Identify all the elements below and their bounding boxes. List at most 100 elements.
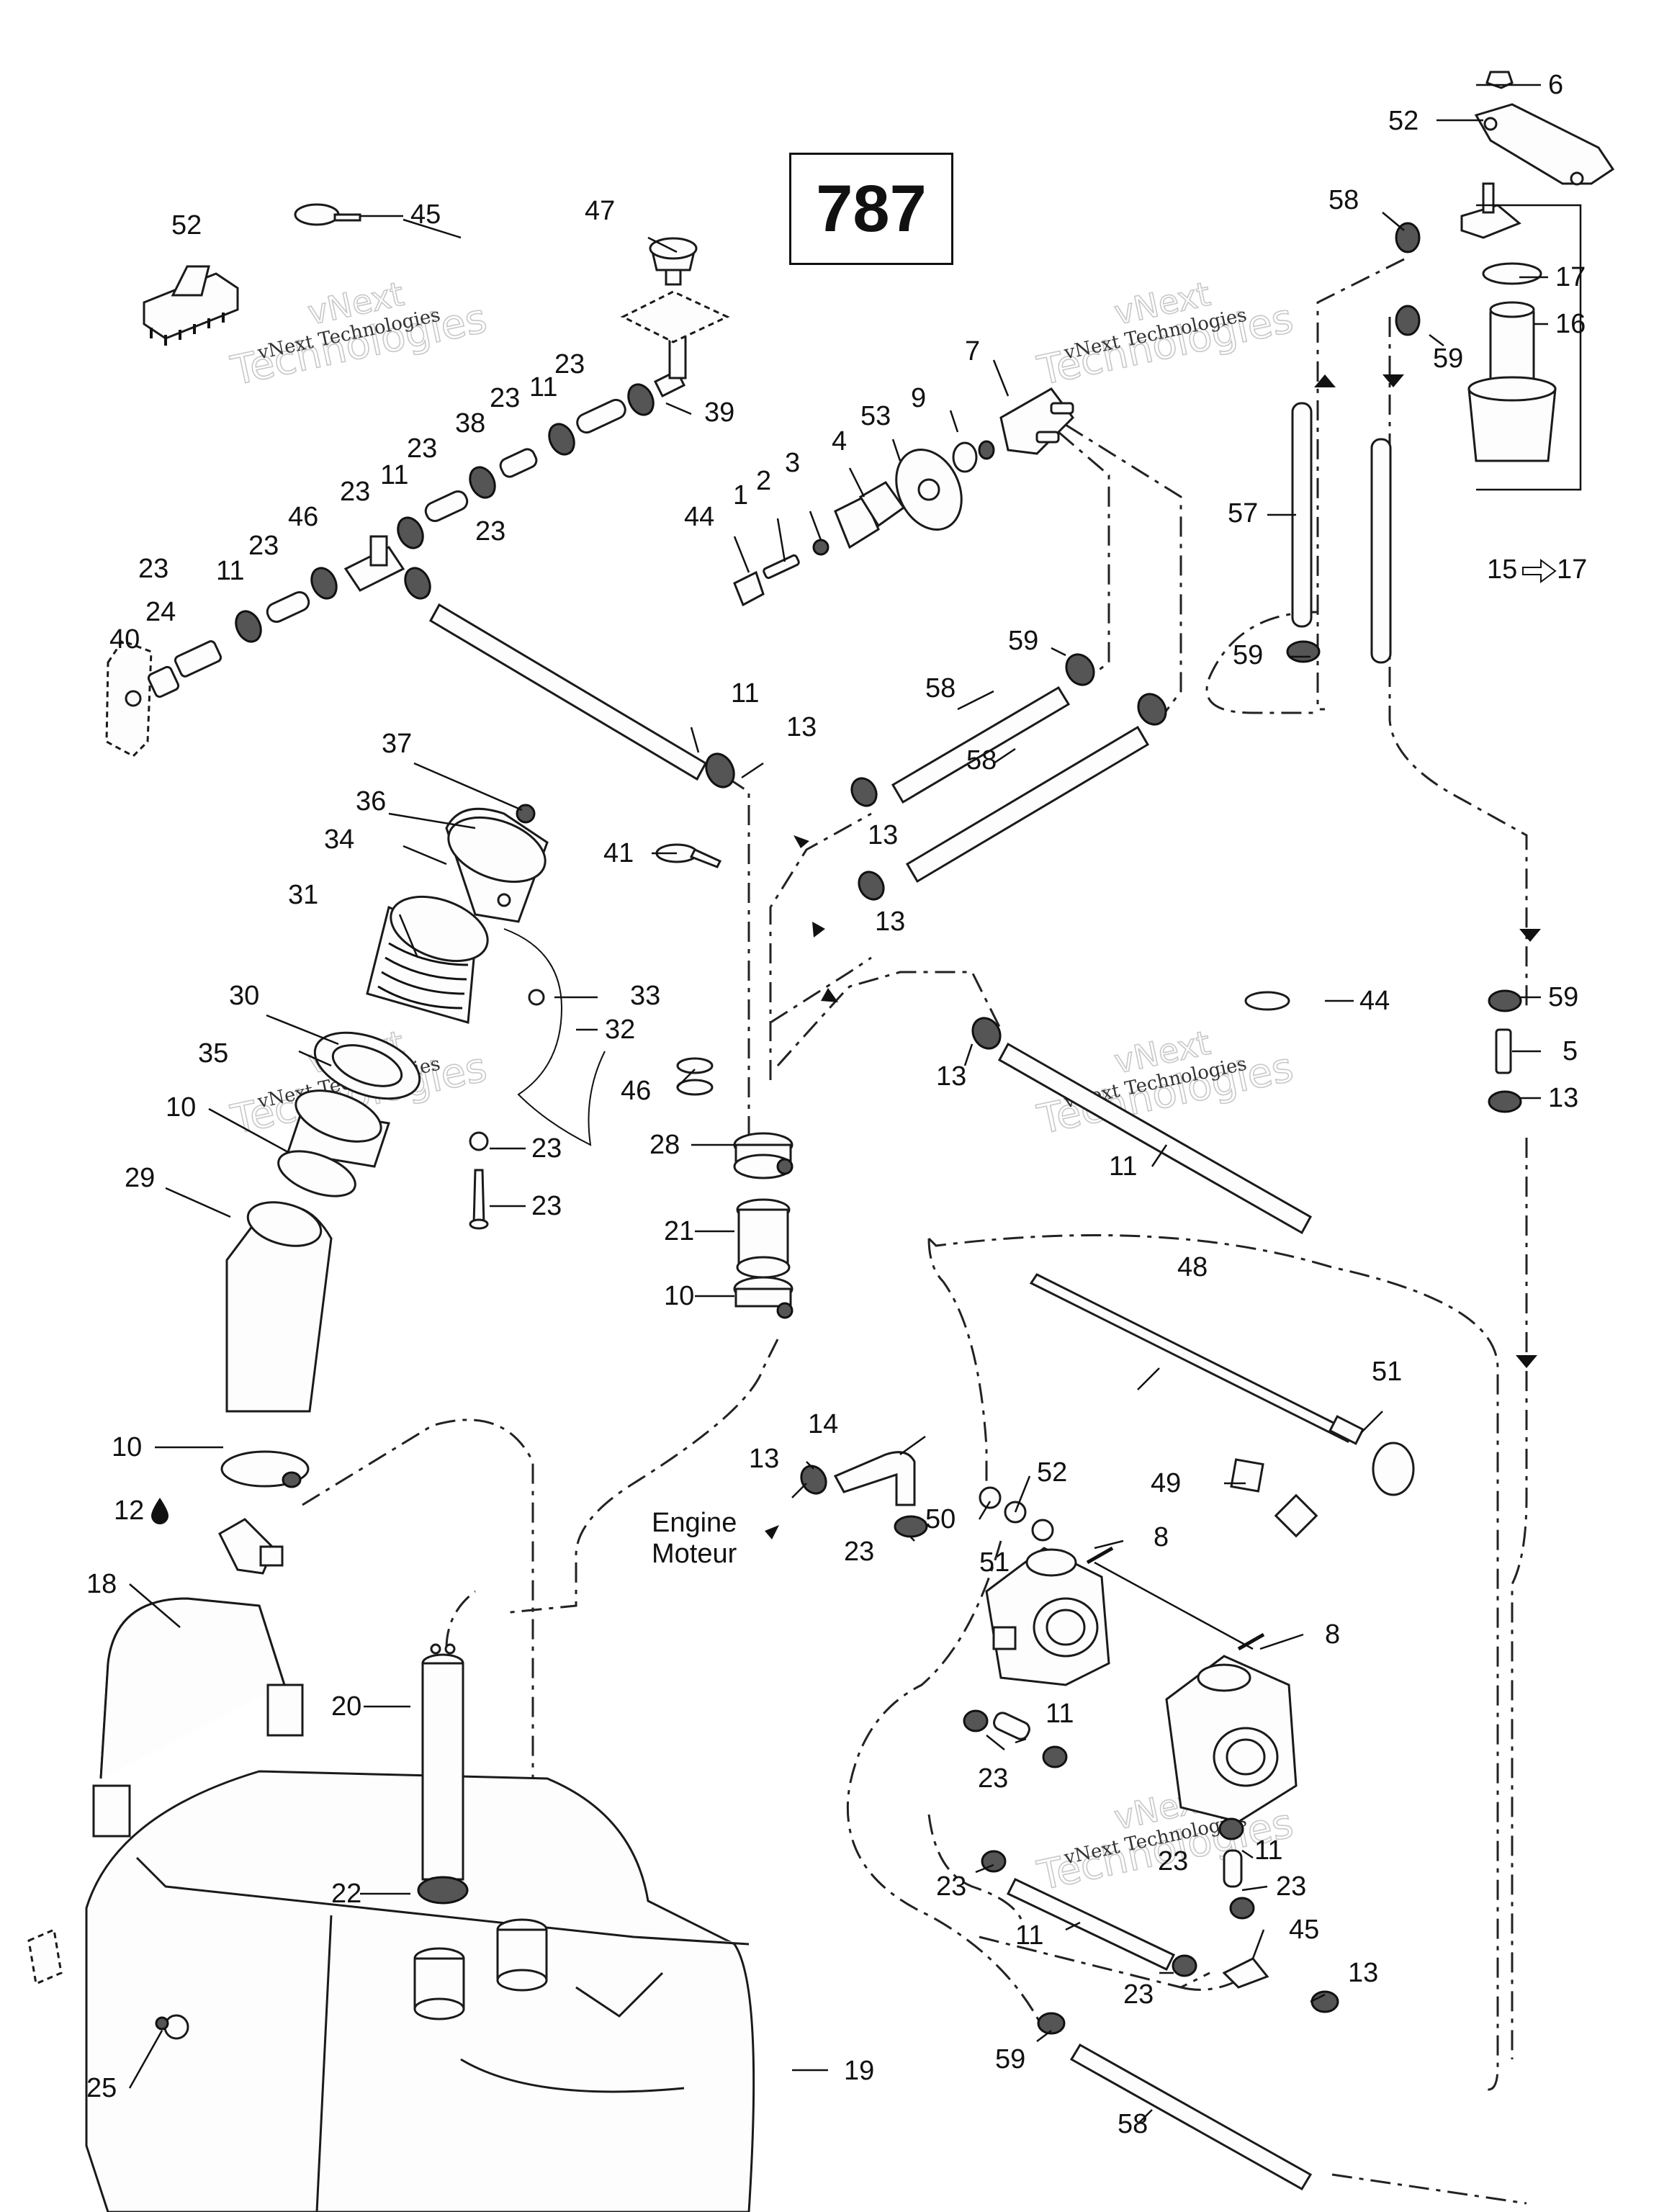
- diagram-number-box: 787: [789, 153, 953, 265]
- callout-58: 58: [1118, 2109, 1148, 2139]
- range-label-15-17: 15 17: [1487, 554, 1587, 585]
- callout-59: 58: [1328, 185, 1359, 215]
- callout-10: 10: [664, 1281, 694, 1311]
- callout-55: 52: [171, 210, 202, 240]
- callout-23: 23: [844, 1537, 874, 1567]
- callout-25: 23: [531, 1191, 562, 1221]
- callout-19: 19: [844, 2056, 874, 2086]
- callout-28: 25: [86, 2073, 117, 2103]
- range-arrow-icon: [1522, 559, 1557, 583]
- callout-10: 10: [112, 1432, 142, 1462]
- callout-23: 23: [475, 516, 505, 547]
- callout-4: 4: [832, 426, 847, 457]
- callout-35: 34: [324, 824, 354, 855]
- hose-routing-lines: [302, 258, 1528, 2205]
- callout-8: 8: [1154, 1522, 1169, 1552]
- filler-neck-assembly: [220, 804, 606, 1488]
- callout-24: 23: [531, 1133, 562, 1164]
- callout-11: 11: [731, 678, 759, 709]
- callout-11: 11: [1046, 1699, 1074, 1729]
- callout-33: 32: [605, 1015, 635, 1045]
- callout-30: 29: [125, 1163, 155, 1193]
- callout-44: 41: [603, 838, 634, 868]
- callout-38: 37: [382, 729, 412, 759]
- callout-10: 10: [166, 1092, 196, 1123]
- vertical-coupler: [733, 1132, 793, 1319]
- callout-59: 59: [1433, 343, 1463, 374]
- right-inline-fittings: [1244, 989, 1522, 1113]
- callout-23: 23: [248, 531, 279, 561]
- callout-37: 36: [356, 786, 386, 817]
- callout-50: 48: [1177, 1252, 1208, 1282]
- callout-13: 13: [875, 907, 905, 937]
- callout-20: 20: [331, 1691, 361, 1722]
- callout-23: 23: [407, 433, 437, 464]
- leader-lines: [128, 84, 1548, 2125]
- callout-1: 1: [733, 480, 748, 511]
- flow-arrows: [765, 374, 1541, 1539]
- range-start: 15: [1487, 554, 1517, 585]
- callout-49: 47: [585, 196, 615, 226]
- callout-58: 58: [925, 673, 956, 703]
- callout-31: 30: [229, 981, 259, 1011]
- callout-48: 46: [621, 1076, 651, 1106]
- callout-52: 51: [979, 1547, 1010, 1578]
- callout-32: 31: [288, 880, 318, 910]
- fuel-tank: [27, 1518, 755, 2212]
- callout-26: 24: [145, 597, 176, 627]
- callout-5: 5: [1563, 1036, 1578, 1066]
- fuel-filter-assembly: [1286, 71, 1615, 664]
- callout-23: 23: [138, 554, 168, 584]
- callout-46: 45: [1289, 1915, 1319, 1945]
- callout-23: 23: [1123, 1979, 1154, 2010]
- callout-13: 13: [786, 712, 817, 742]
- callout-23: 23: [1276, 1871, 1306, 1902]
- hose-clips: [655, 843, 722, 1096]
- callout-6: 7: [965, 336, 980, 367]
- callout-52: 50: [925, 1504, 956, 1534]
- callout-59: 59: [1008, 626, 1038, 656]
- middle-hoses: [850, 653, 1167, 901]
- callout-16: 16: [1555, 309, 1586, 339]
- svg-text:12: 12: [114, 1496, 144, 1526]
- callout-13: 13: [1548, 1083, 1578, 1113]
- callout-11: 11: [380, 460, 408, 490]
- callout-44: 44: [1359, 986, 1390, 1016]
- callout-11: 11: [216, 556, 244, 586]
- range-end: 17: [1557, 554, 1587, 585]
- callout-13: 13: [868, 820, 898, 850]
- callout-3: 3: [785, 448, 800, 478]
- return-hose: [971, 1017, 1313, 1235]
- drop-icon: [151, 1498, 168, 1524]
- callout-53: 52: [1037, 1457, 1067, 1488]
- callout-39: 38: [455, 408, 485, 439]
- callout-45: 44: [684, 502, 714, 532]
- callout-labels: 6 52 58 17 16 59 57 59 15 17 7 9 53 4 3 …: [86, 70, 1587, 2139]
- callout-41: 40: [109, 624, 140, 655]
- callout-54: 51: [1372, 1357, 1402, 1387]
- callout-59: 59: [1548, 982, 1578, 1012]
- callout-14: 14: [808, 1409, 838, 1439]
- callout-48: 45: [410, 199, 441, 230]
- callout-23: 23: [490, 383, 520, 413]
- throttle-body-front: [985, 1547, 1110, 1686]
- callout-57: 53: [860, 401, 891, 431]
- callout-11: 11: [1109, 1151, 1137, 1182]
- callout-11: 11: [529, 372, 557, 403]
- callout-23: 23: [978, 1763, 1008, 1794]
- throttle-cable-and-links: [963, 1273, 1415, 2191]
- callout-11: 11: [1015, 1920, 1043, 1951]
- callout-13: 13: [936, 1061, 966, 1092]
- callout-58: 58: [966, 745, 997, 775]
- callout-23: 23: [1158, 1846, 1188, 1876]
- engine-label-fr: Moteur: [652, 1539, 737, 1569]
- callout-56: 52: [1388, 106, 1419, 136]
- callout-12: 12: [114, 1496, 168, 1526]
- callout-18: 18: [86, 1569, 117, 1599]
- diagram-number: 787: [816, 171, 927, 246]
- callout-34: 33: [630, 981, 660, 1011]
- fuel-valve-assembly: [733, 387, 1074, 607]
- callout-59: 59: [995, 2044, 1025, 2074]
